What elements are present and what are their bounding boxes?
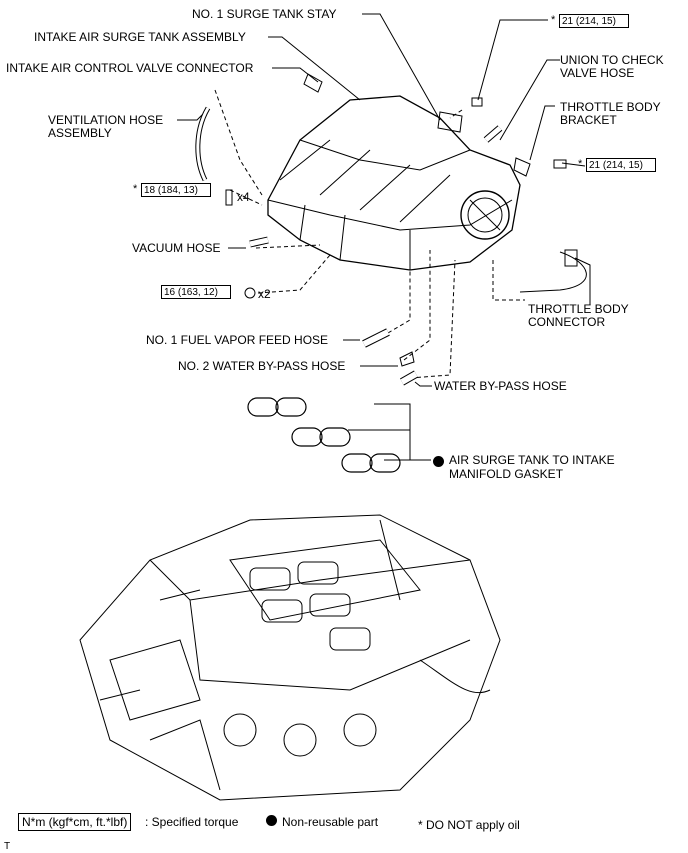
label-union-check-line2: VALVE HOSE (560, 66, 635, 80)
surge-tank (267, 95, 521, 271)
torque-16-nut: 16 (163, 12) (161, 285, 231, 299)
label-throttle-bracket: THROTTLE BODY (560, 100, 661, 114)
leader-surge-tank-stay (362, 13, 441, 121)
throttle-connector-wire (519, 251, 587, 293)
label-throttle-connector: THROTTLE BODY (528, 302, 629, 316)
label-throttle-bracket-line2: BRACKET (560, 113, 617, 127)
label-fuel-vapor-hose: NO. 1 FUEL VAPOR FEED HOSE (146, 333, 329, 347)
leader-torque-21a (477, 19, 548, 101)
leader-water-bypass (414, 381, 432, 387)
label-ventilation-hose: VENTILATION HOSE (48, 113, 164, 127)
no-oil-asterisk: * (133, 183, 138, 195)
bolt-18 (225, 189, 233, 206)
no-oil-asterisk: * (578, 158, 583, 170)
legend-torque-box: N*m (kgf*cm, ft.*lbf) (18, 813, 132, 831)
corner-mark: T (4, 841, 11, 852)
label-throttle-connector-line2: CONNECTOR (528, 315, 606, 329)
water-bypass-hose-2 (399, 351, 415, 367)
throttle-bracket (513, 157, 531, 177)
label-water-bypass-hose: WATER BY-PASS HOSE (434, 379, 567, 393)
bolt-count-x4: x4 (237, 190, 250, 204)
leader-control-valve (272, 67, 319, 83)
nut-16 (244, 287, 256, 299)
gaskets (247, 397, 401, 473)
bolt-21b (553, 159, 567, 169)
label-union-check: UNION TO CHECK (560, 53, 664, 67)
label-gasket-line2: MANIFOLD GASKET (449, 467, 564, 481)
engine-block (79, 514, 501, 801)
torque-18-tank-bolt: 18 (184, 13) (141, 183, 211, 197)
control-valve-connector (303, 73, 323, 93)
label-water-bypass-hose-2: NO. 2 WATER BY-PASS HOSE (178, 359, 346, 373)
surge-tank-stay (437, 111, 463, 133)
nut-count-x2: x2 (258, 287, 271, 301)
leader-surge-tank-assembly (268, 36, 361, 101)
torque-21-bracket-bolt: 21 (214, 15) (586, 158, 656, 172)
legend-nonreusable-dot (266, 815, 277, 826)
torque-21-stay-bolt: 21 (214, 15) (559, 14, 629, 28)
label-gasket: AIR SURGE TANK TO INTAKE (449, 453, 615, 467)
label-control-valve-connector: INTAKE AIR CONTROL VALVE CONNECTOR (6, 61, 254, 75)
legend-nonreusable-text: Non-reusable part (282, 815, 379, 829)
gasket-bracket (374, 403, 431, 461)
label-vacuum-hose: VACUUM HOSE (132, 241, 221, 255)
legend-torque-text: : Specified torque (145, 815, 239, 829)
leader-throttle-bracket (529, 105, 555, 161)
legend-no-oil-text: * DO NOT apply oil (418, 818, 520, 832)
label-ventilation-hose-line2: ASSEMBLY (48, 126, 112, 140)
nonreusable-marker (433, 456, 444, 467)
label-surge-tank-assembly: INTAKE AIR SURGE TANK ASSEMBLY (34, 30, 246, 44)
throttle-body (460, 190, 510, 240)
leader-union-check (499, 59, 560, 141)
leader-throttle-connector (574, 257, 591, 305)
bolt-21a (471, 97, 483, 107)
label-surge-tank-stay: NO. 1 SURGE TANK STAY (192, 7, 337, 21)
no-oil-asterisk: * (551, 14, 556, 26)
